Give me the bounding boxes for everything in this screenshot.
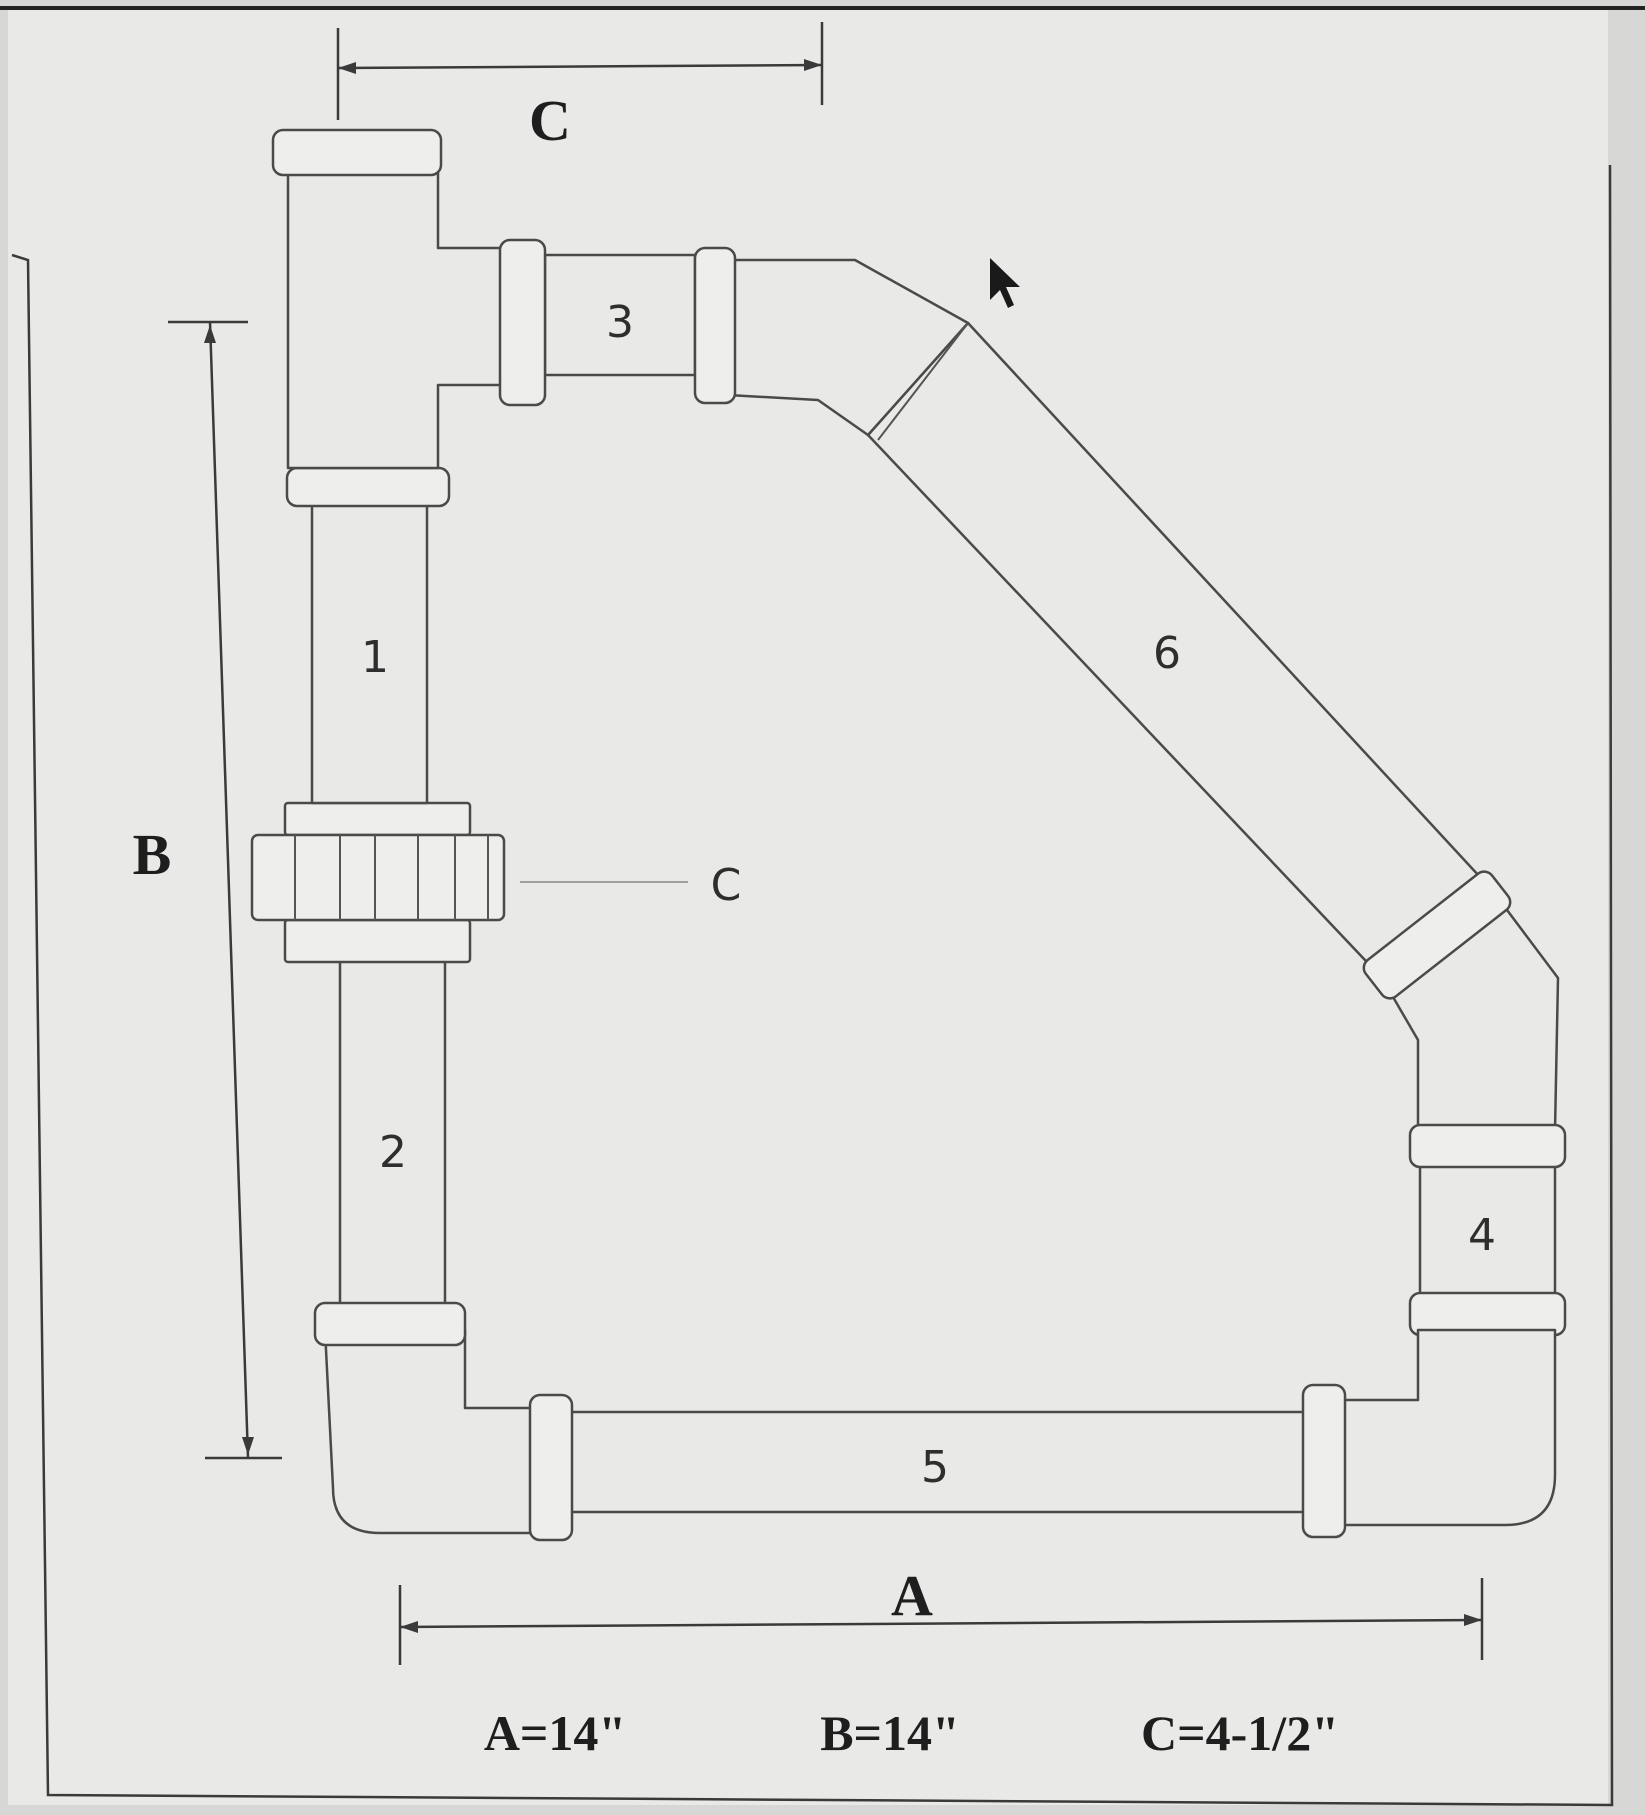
legend-a: A=14" <box>484 1705 626 1761</box>
legend-b: B=14" <box>820 1705 960 1761</box>
pipe-1-label: 1 <box>361 632 389 683</box>
legend-c: C=4-1/2" <box>1141 1705 1339 1761</box>
tee-top-cap <box>271 128 443 177</box>
dimension-a-label: A <box>891 1563 933 1628</box>
dimension-b-label: B <box>133 822 172 887</box>
dimension-c-label: C <box>529 88 571 153</box>
pipe-2 <box>338 948 447 1312</box>
pipe-3-left-coupling <box>498 238 547 407</box>
dimension-c: C <box>336 22 824 153</box>
pipe-4-bottom-coupling <box>1408 1291 1567 1337</box>
pipe-2-label: 2 <box>379 1127 407 1178</box>
pipe-6-coupling <box>1362 870 1512 1000</box>
frame-border <box>11 164 1614 1807</box>
pipe-4-label: 4 <box>1468 1210 1496 1261</box>
pipe-1 <box>310 498 429 805</box>
pipe-1-coupling <box>285 466 451 508</box>
coupling-label: C <box>711 860 742 911</box>
dimension-b: B <box>133 320 282 1460</box>
pipe-3-label: 3 <box>606 297 634 348</box>
pipe-2-coupling <box>313 1301 467 1347</box>
pipe-5-right-coupling <box>1301 1383 1347 1539</box>
pipe-4-top-coupling <box>1408 1123 1567 1169</box>
pipe-5-label: 5 <box>921 1442 949 1493</box>
cursor-icon <box>990 258 1020 308</box>
pipe-6-label: 6 <box>1153 628 1181 679</box>
pipe-3-right-coupling <box>693 246 737 405</box>
pipe-5-left-coupling <box>528 1393 574 1542</box>
union-coupling <box>250 801 506 964</box>
dimension-a: A <box>398 1563 1484 1665</box>
